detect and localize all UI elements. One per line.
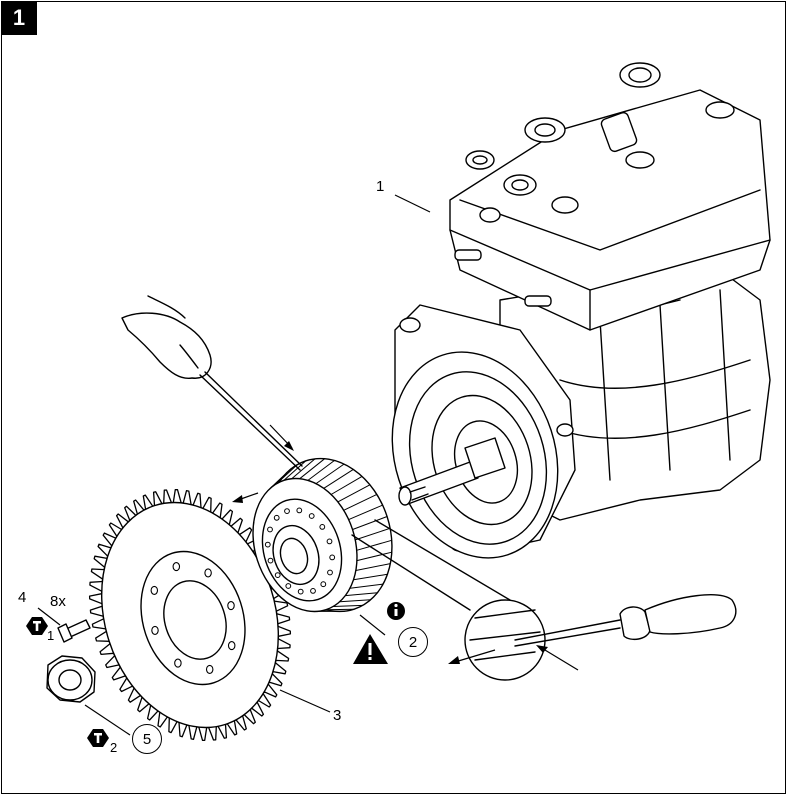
gear-bolt-hole xyxy=(205,664,214,674)
hub-bolt xyxy=(296,507,303,514)
arrowhead-removal-2 xyxy=(448,656,460,664)
coupling-hub xyxy=(252,457,393,613)
screwdriver-arrow-line xyxy=(539,646,579,671)
arrowhead-marking xyxy=(284,441,294,451)
arrowhead-screwdriver xyxy=(536,645,548,653)
hub-spline xyxy=(276,464,298,484)
hub-bolt xyxy=(329,554,336,561)
hub-bolt xyxy=(308,513,315,519)
hub-bolt xyxy=(274,572,281,578)
hub-spline xyxy=(299,458,326,480)
hub-bolt xyxy=(320,581,327,588)
nut xyxy=(46,655,96,703)
hub-spline xyxy=(332,604,364,607)
hub-bolt-ring xyxy=(264,507,336,595)
hub-bolt xyxy=(297,588,304,595)
hub-spline xyxy=(356,539,393,551)
hub-spline xyxy=(348,504,384,521)
arrowhead-removal xyxy=(232,495,243,503)
hub-spline xyxy=(344,592,378,597)
info-icon xyxy=(387,602,405,620)
hub-spline xyxy=(354,527,391,541)
figure-number-badge: 1 xyxy=(1,1,37,35)
gear-bolt-hole xyxy=(174,658,182,668)
hub-spline xyxy=(352,516,388,530)
gear-bolt-holes xyxy=(150,562,236,674)
hand-with-scribe xyxy=(121,295,303,471)
screwdriver-tool xyxy=(514,594,737,647)
torque-index-2: 2 xyxy=(110,740,118,755)
compressor-body xyxy=(391,62,771,559)
hub-bolt xyxy=(285,583,292,589)
removal-arrow-line-2 xyxy=(454,649,496,663)
hub-spline xyxy=(315,463,345,485)
hub-spline xyxy=(343,493,378,511)
gear-bolt-hole xyxy=(150,585,159,595)
leader-3 xyxy=(279,689,331,713)
hub-spline xyxy=(349,583,384,589)
leader-1 xyxy=(394,194,431,213)
gear-bolt-hole xyxy=(151,625,159,635)
hub-bolt xyxy=(273,514,280,521)
hub-bolt xyxy=(327,569,333,576)
torque-index-1: 1 xyxy=(47,628,55,643)
hub-spline xyxy=(339,599,372,603)
hub-spline xyxy=(356,551,393,562)
hub-spline xyxy=(353,573,388,581)
hub-bolt xyxy=(284,508,290,515)
detail-magnifier xyxy=(351,519,546,681)
gear-bolt-hole xyxy=(227,601,235,611)
hub-spline xyxy=(355,563,391,571)
hub-bolt xyxy=(310,588,316,594)
gear-bolt-hole xyxy=(172,562,181,572)
hub-bolt xyxy=(264,541,271,548)
warning-icon xyxy=(353,634,388,664)
hub-spline xyxy=(323,468,354,489)
hub-spline xyxy=(337,484,371,503)
hub-spline xyxy=(291,458,316,480)
callout-4: 4 xyxy=(18,589,27,606)
gear-bolt-hole xyxy=(227,641,236,651)
callout-1: 1 xyxy=(376,178,385,195)
bolt-quantity: 8x xyxy=(50,593,66,610)
hub-bolt xyxy=(326,538,333,545)
hub-bolt xyxy=(267,557,274,564)
gear-bolt-hole xyxy=(204,568,212,578)
hub-bolt xyxy=(267,526,273,533)
torque-icon xyxy=(87,729,109,747)
callout-2: 2 xyxy=(398,627,428,657)
leader-2 xyxy=(359,614,386,636)
leader-4 xyxy=(37,607,61,626)
hub-spline xyxy=(330,475,363,495)
hub-spline xyxy=(283,460,307,481)
callout-3: 3 xyxy=(333,707,342,724)
hub-bolt xyxy=(319,524,326,530)
callout-5: 5 xyxy=(132,724,162,754)
hub-spline xyxy=(325,608,355,611)
leader-5 xyxy=(84,704,131,736)
torque-icon xyxy=(26,617,48,635)
hub-spline xyxy=(307,460,335,481)
gear-wheel xyxy=(88,488,292,742)
bolt xyxy=(57,619,91,643)
